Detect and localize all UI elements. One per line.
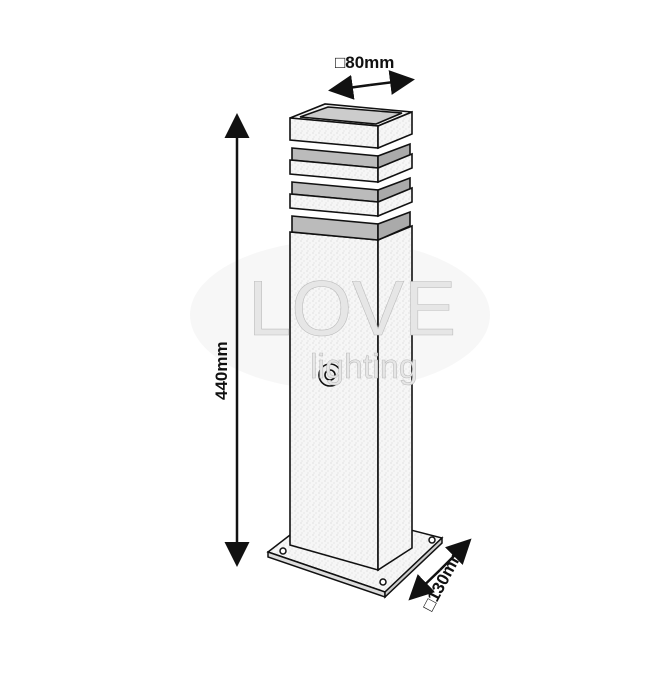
bollard-head — [289, 103, 413, 242]
watermark-sub: lighting — [310, 348, 418, 386]
dimension-lines — [224, 70, 472, 601]
bollard-body — [289, 224, 413, 572]
watermark: LOVE lighting — [248, 264, 457, 387]
watermark-brand: LOVE — [248, 264, 456, 352]
height-label: 440mm — [212, 341, 231, 400]
sensor-icon — [318, 363, 342, 387]
top-width-label: □80mm — [335, 53, 394, 72]
